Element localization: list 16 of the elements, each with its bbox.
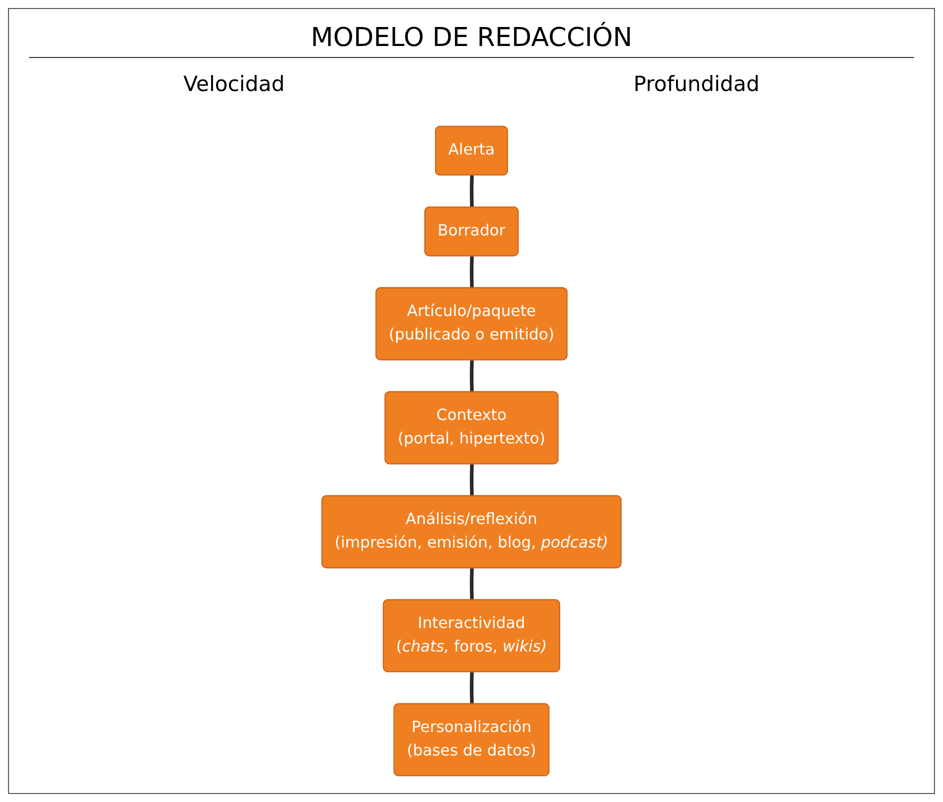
connector-line — [470, 256, 474, 288]
process-box: Alerta — [435, 126, 508, 176]
connector-line — [470, 176, 474, 208]
process-box: Artículo/paquete (publicado o emitido) — [375, 287, 568, 360]
process-box: Interactividad (chats, foros, wikis) — [382, 599, 560, 672]
connector-line — [470, 672, 474, 704]
process-box: Contexto (portal, hipertexto) — [384, 391, 558, 464]
diagram-title: MODELO DE REDACCIÓN — [29, 23, 914, 58]
process-box: Análisis/reflexión (impresión, emisión, blog, podcast) — [321, 495, 622, 568]
column-heading: Profundidad — [634, 72, 760, 96]
connector-line — [470, 568, 474, 600]
connector-line — [470, 360, 474, 392]
connector-line — [470, 464, 474, 496]
process-box: Personalización (bases de datos) — [394, 703, 550, 776]
column-heading: Velocidad — [183, 72, 285, 96]
process-box: Borrador — [424, 206, 519, 256]
